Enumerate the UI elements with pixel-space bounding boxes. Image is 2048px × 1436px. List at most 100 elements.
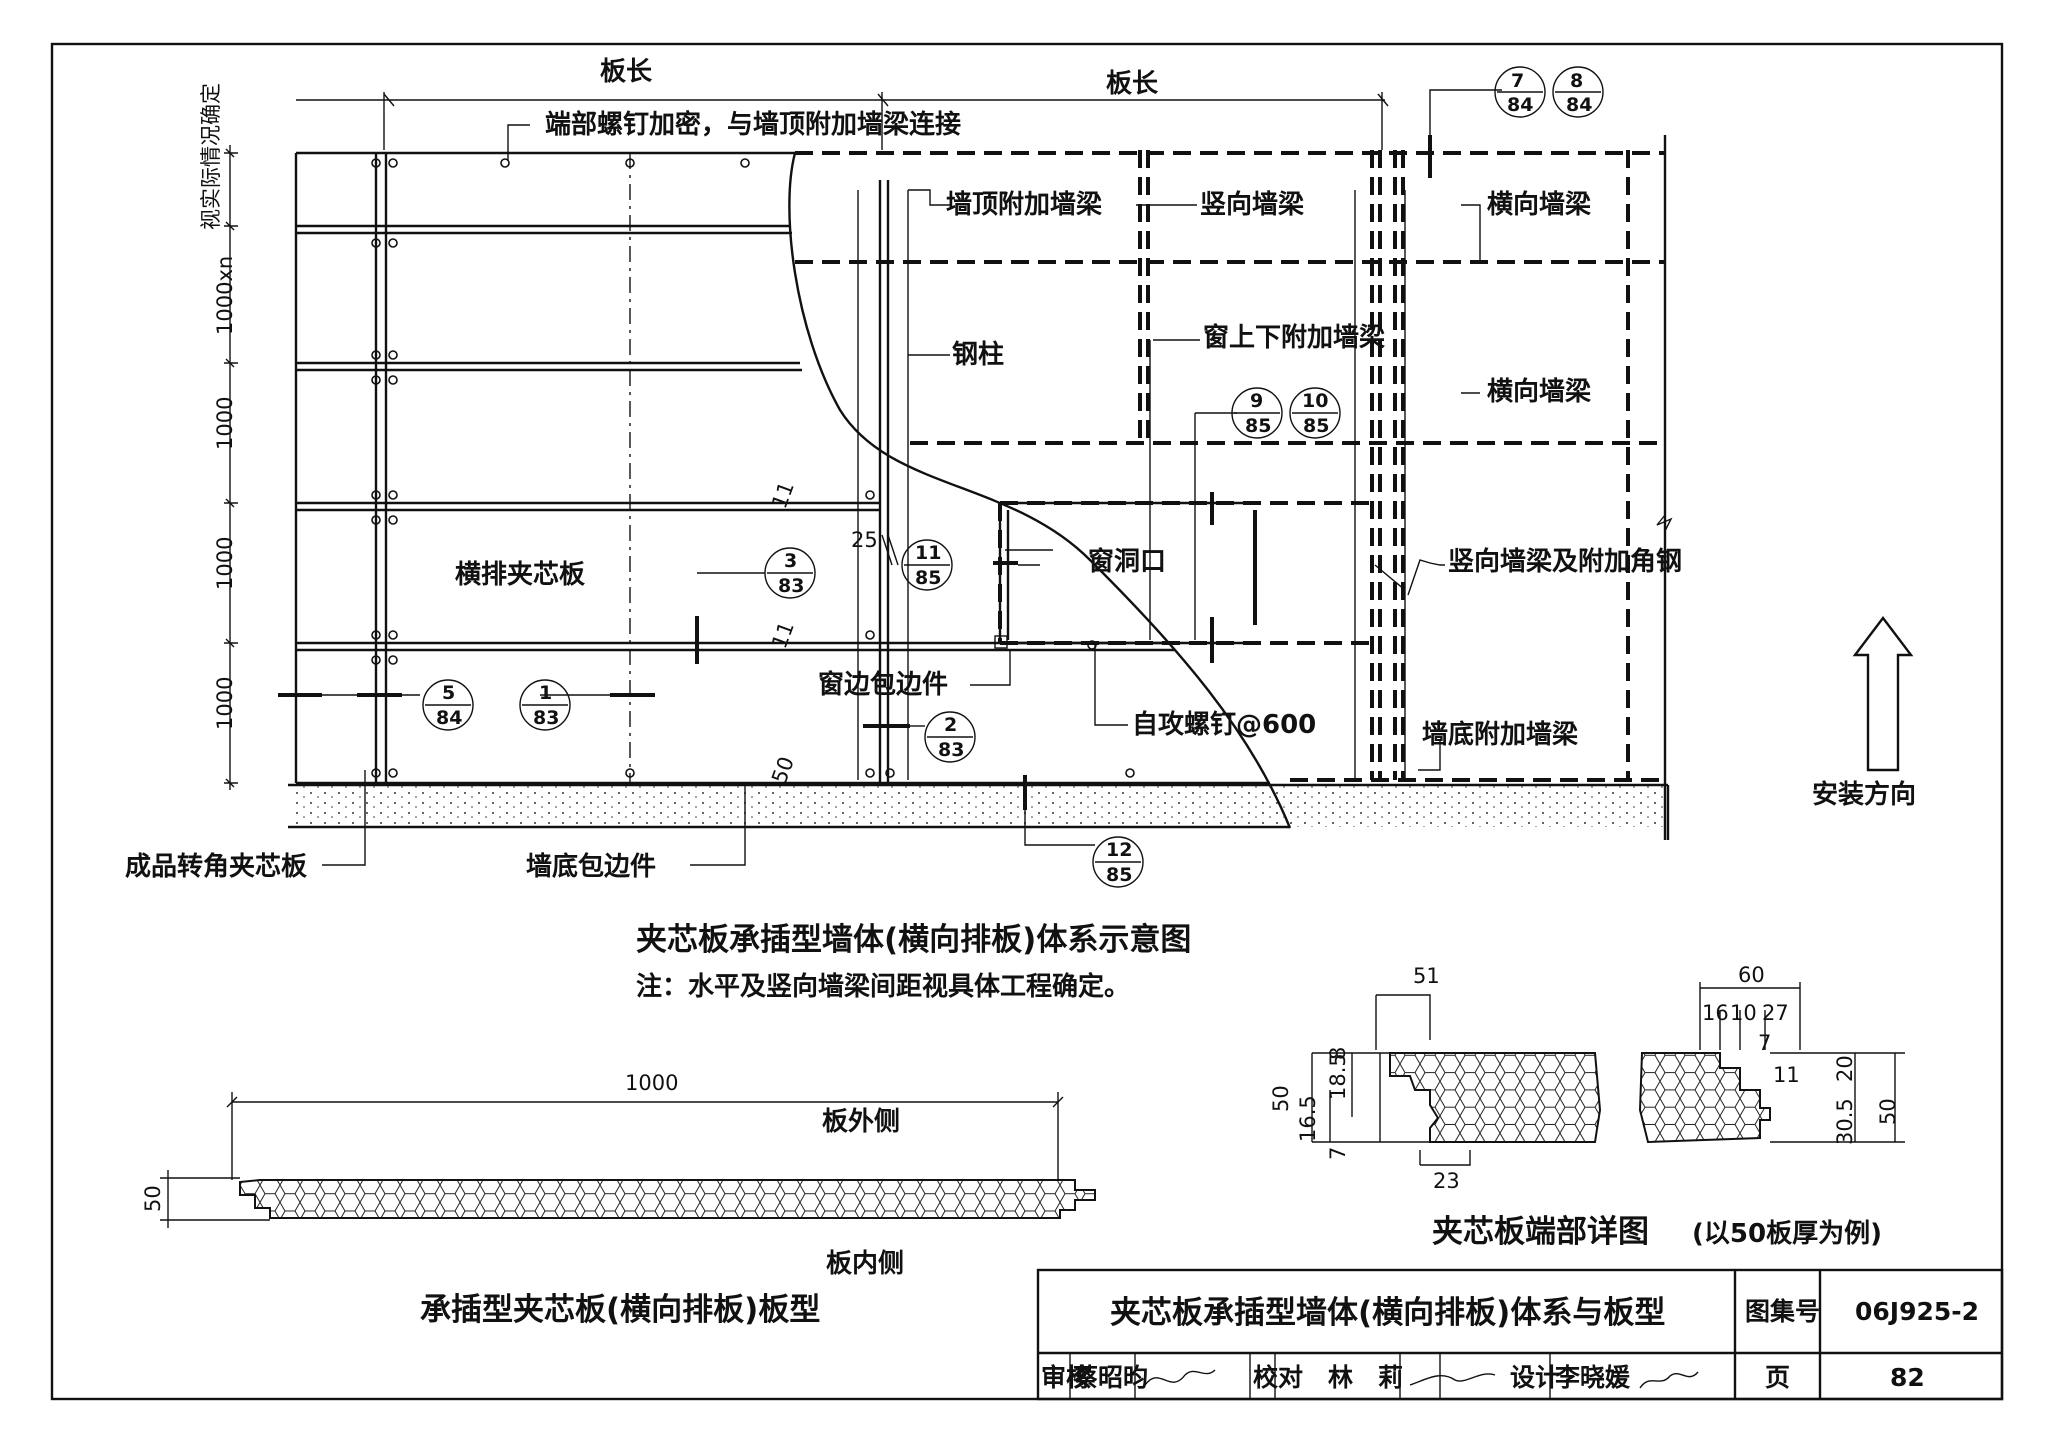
label-window-beam: 窗上下附加墙梁 <box>1203 322 1385 353</box>
label-self-tapping-screw: 自攻螺钉@600 <box>1132 709 1316 740</box>
end-dim-16: 16 <box>1702 1001 1729 1025</box>
bubble-num-7: 7 <box>1511 70 1524 92</box>
bubble-7-84 <box>1494 66 1546 118</box>
bubble-num-11: 11 <box>915 542 941 564</box>
bubble-3-83 <box>764 547 816 599</box>
bubble-page-84a: 84 <box>1507 94 1533 116</box>
label-window-trim: 窗边包边件 <box>818 669 948 700</box>
end-dim-8: 8 <box>1326 1047 1350 1060</box>
end-dim-10: 10 <box>1730 1001 1757 1025</box>
title-block-page-no: 82 <box>1890 1363 1925 1392</box>
label-panel-length-left: 板长 <box>600 57 653 87</box>
small-dim-a: 11 <box>767 478 799 511</box>
label-install-direction: 安装方向 <box>1812 779 1916 810</box>
bubble-page-83b: 83 <box>533 707 559 729</box>
profile-outer-side: 板外侧 <box>822 1107 900 1137</box>
dim-1000-text-b: 1000 <box>213 537 237 590</box>
drawing-title: 夹芯板承插型墙体(横向排板)体系示意图 <box>636 922 1191 958</box>
bubble-page-84c: 84 <box>436 707 462 729</box>
end-detail-caption-note: (以50板厚为例) <box>1692 1219 1882 1249</box>
end-dim-7-right: 7 <box>1758 1031 1771 1055</box>
end-dim-20: 20 <box>1833 1055 1857 1082</box>
concrete-base <box>296 785 1668 827</box>
bubble-num-1: 1 <box>539 682 552 704</box>
break-line <box>788 152 1292 829</box>
profile-inner-side: 板内侧 <box>826 1249 904 1279</box>
profile-thickness-dim: 50 <box>141 1185 165 1212</box>
screw-dots <box>371 158 1135 778</box>
install-direction-arrow <box>1852 616 1914 772</box>
label-end-screws: 端部螺钉加密，与墙顶附加墙梁连接 <box>545 109 961 140</box>
end-dim-51: 51 <box>1413 964 1440 988</box>
title-block-atlas-label: 图集号 <box>1745 1297 1820 1326</box>
title-block-frame <box>1036 1268 2004 1401</box>
base-lines <box>288 783 1668 829</box>
title-block-checker: 林 莉 <box>1328 1363 1403 1392</box>
end-detail-right <box>1638 982 1905 1144</box>
bubble-5-84 <box>422 679 474 731</box>
bubble-page-85b: 85 <box>1303 415 1329 437</box>
bubble-num-9: 9 <box>1250 390 1263 412</box>
label-corner-panel: 成品转角夹芯板 <box>125 851 307 882</box>
label-vertical-beam-angle: 竖向墙梁及附加角钢 <box>1448 546 1682 577</box>
detail-bubbles <box>422 66 1604 888</box>
bubble-11-85 <box>901 539 953 591</box>
bubble-page-85d: 85 <box>1106 864 1132 886</box>
bubble-num-2: 2 <box>944 714 957 736</box>
bubble-1-83 <box>519 679 571 731</box>
label-panel-length-right: 板长 <box>1106 69 1159 99</box>
small-dim-d: 50 <box>767 753 799 786</box>
drawing-text: 板长 板长 端部螺钉加密，与墙顶附加墙梁连接 墙顶附加墙梁 竖向墙梁 横向墙梁 … <box>125 57 1979 1392</box>
end-dim-23: 23 <box>1433 1169 1460 1193</box>
end-dim-50-left: 50 <box>1269 1085 1293 1112</box>
dim-top-text: 视实际情况确定 <box>199 83 223 230</box>
end-dim-30-5: 30.5 <box>1833 1098 1857 1145</box>
window-opening <box>994 501 1257 649</box>
title-block-atlas-no: 06J925-2 <box>1855 1297 1979 1326</box>
end-profile-tongue <box>1389 1052 1602 1143</box>
title-block-reviewer: 蔡昭昀 <box>1073 1363 1148 1392</box>
bubble-num-8: 8 <box>1570 70 1583 92</box>
label-horizontal-beam-2: 横向墙梁 <box>1487 376 1591 407</box>
end-dim-16-5: 16.5 <box>1296 1095 1320 1142</box>
label-top-beam: 墙顶附加墙梁 <box>946 190 1102 220</box>
end-detail-caption: 夹芯板端部详图 <box>1432 1214 1649 1250</box>
bubble-10-85 <box>1289 387 1341 439</box>
label-vertical-beam: 竖向墙梁 <box>1200 189 1304 220</box>
dashed-framing <box>795 135 1673 840</box>
end-dim-60: 60 <box>1738 963 1765 987</box>
end-dim-11: 11 <box>1773 1063 1800 1087</box>
sheet-border <box>50 42 2004 1401</box>
bubble-page-84b: 84 <box>1566 94 1592 116</box>
bubble-num-12: 12 <box>1106 839 1132 861</box>
end-dim-27: 27 <box>1762 1001 1789 1025</box>
label-base-trim: 墙底包边件 <box>526 851 656 882</box>
bubble-page-85a: 85 <box>1245 415 1271 437</box>
dim-1000-text-a: 1000 <box>213 397 237 450</box>
label-window-opening: 窗洞口 <box>1088 546 1166 577</box>
panel-profile-drawing <box>160 1092 1096 1228</box>
bubble-page-83c: 83 <box>938 739 964 761</box>
small-dim-b: 25 <box>851 528 878 552</box>
small-dim-c: 11 <box>767 618 799 651</box>
bubble-num-5: 5 <box>442 682 455 704</box>
label-steel-column: 钢柱 <box>952 340 1004 370</box>
end-dim-7-left: 7 <box>1326 1147 1350 1160</box>
bubble-page-83a: 83 <box>778 575 804 597</box>
bubble-12-85 <box>1092 836 1144 888</box>
wall-elevation <box>224 89 1914 866</box>
bubble-num-10: 10 <box>1302 390 1328 412</box>
title-block-check-label: 校对 <box>1253 1363 1303 1392</box>
profile-caption: 承插型夹芯板(横向排板)板型 <box>420 1292 820 1328</box>
section-marks <box>278 89 1502 846</box>
bubble-num-3: 3 <box>784 550 797 572</box>
title-block-page-label: 页 <box>1765 1363 1790 1392</box>
label-horizontal-panel: 横排夹芯板 <box>455 560 585 590</box>
end-dim-50-right: 50 <box>1876 1098 1900 1125</box>
panel-lines <box>294 151 1270 785</box>
drawing-note: 注：水平及竖向墙梁间距视具体工程确定。 <box>636 971 1130 1002</box>
leader-lines <box>322 124 1481 866</box>
label-bottom-beam: 墙底附加墙梁 <box>1422 719 1578 750</box>
bubble-9-85 <box>1231 387 1283 439</box>
title-block-design-label: 设计 <box>1510 1363 1560 1392</box>
